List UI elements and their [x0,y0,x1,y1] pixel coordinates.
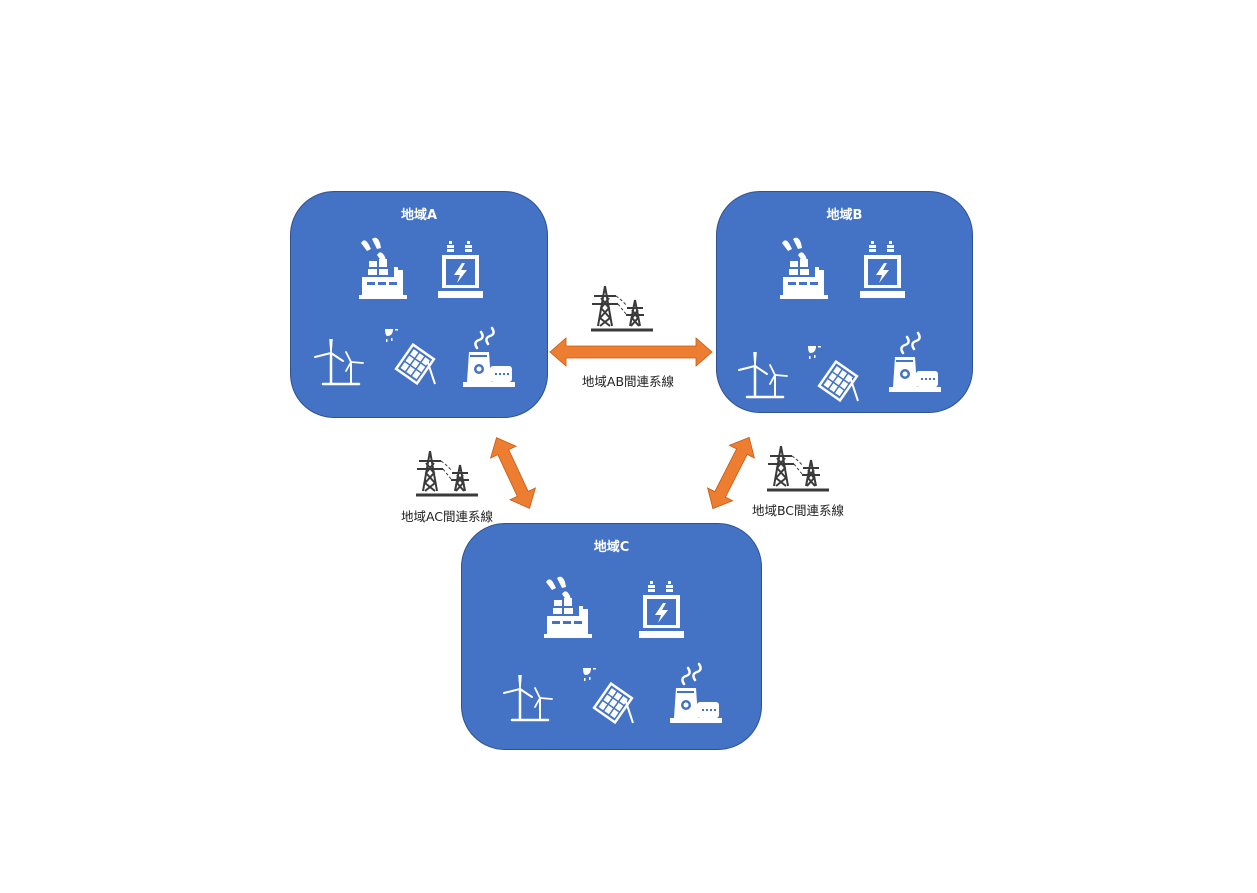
wind-turbine-icon [313,339,366,386]
link-label-ab: 地域AB間連系線 [581,374,675,389]
transformer-icon [639,581,684,639]
arrow-ab [549,337,713,367]
link-label-bc: 地域BC間連系線 [751,503,845,518]
solar-panel-icon [581,665,636,727]
thermal-plant-icon [543,576,593,639]
nuclear-plant-icon [461,324,517,388]
thermal-plant-icon [779,237,829,300]
transmission-tower-icon-bc [765,444,831,494]
transformer-icon [860,241,905,299]
arrow-bc [707,436,755,510]
solar-panel-icon [383,326,438,388]
wind-turbine-icon [737,352,790,399]
arrow-ac [489,437,537,509]
thermal-plant-icon [358,237,408,300]
transformer-icon [438,241,483,299]
region-title: 地域B [826,208,863,223]
region-b: 地域B [716,191,973,413]
wind-turbine-icon [502,675,555,722]
region-c: 地域C [461,523,762,750]
region-a: 地域A [290,191,548,418]
nuclear-plant-icon [668,660,724,724]
solar-panel-icon [806,343,861,405]
region-title: 地域C [593,540,630,555]
nuclear-plant-icon [887,329,943,393]
transmission-tower-icon-ac [414,449,480,499]
region-title: 地域A [400,208,438,223]
transmission-tower-icon-ab [589,284,655,334]
link-label-ac: 地域AC間連系線 [400,509,494,524]
